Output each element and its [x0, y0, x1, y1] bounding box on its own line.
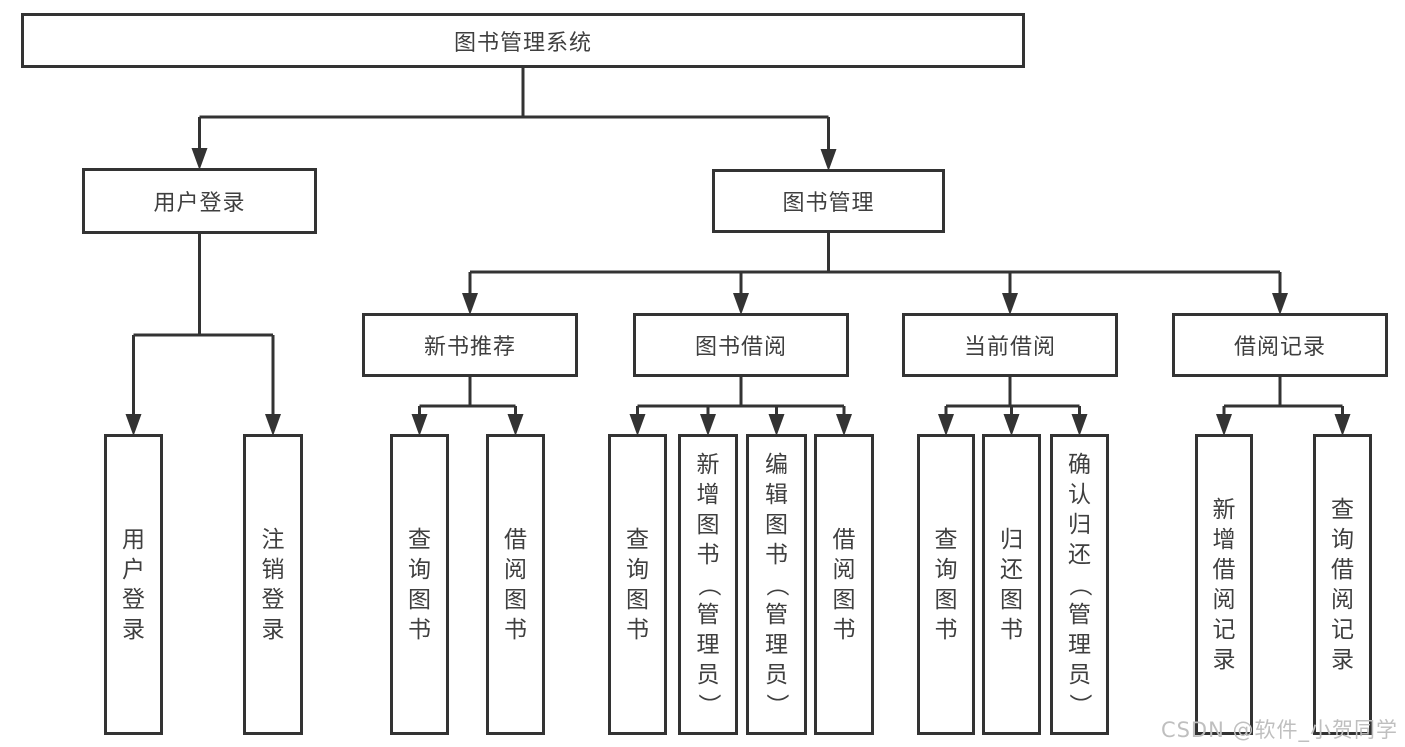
node-label-ul-logout: 注销登录 — [261, 526, 285, 643]
node-book-borrow: 图书借阅 — [633, 313, 849, 377]
node-bb-query-book: 查询图书 — [608, 434, 667, 735]
node-label-bb-add-book: 新增图书（管理员） — [695, 451, 721, 717]
node-label-br-query-record: 查询借阅记录 — [1331, 496, 1354, 673]
node-cb-confirm-return: 确认归还（管理员） — [1050, 434, 1109, 735]
node-new-book-rec: 新书推荐 — [362, 313, 578, 377]
node-bb-add-book: 新增图书（管理员） — [678, 434, 738, 735]
watermark: CSDN @软件_小贺同学 — [1160, 718, 1398, 742]
node-label-book-borrow: 图书借阅 — [694, 335, 787, 360]
node-book-mgmt: 图书管理 — [712, 169, 945, 233]
node-label-borrow-record: 借阅记录 — [1233, 335, 1326, 360]
node-br-query-record: 查询借阅记录 — [1313, 434, 1372, 735]
node-label-new-book-rec: 新书推荐 — [423, 335, 516, 360]
node-label-cb-return-book: 归还图书 — [1000, 526, 1023, 643]
node-label-cb-query-book: 查询图书 — [934, 526, 958, 643]
node-ul-logout: 注销登录 — [243, 434, 303, 735]
node-label-library-system: 图书管理系统 — [453, 30, 592, 56]
node-label-book-mgmt: 图书管理 — [782, 191, 875, 216]
node-br-add-record: 新增借阅记录 — [1195, 434, 1253, 735]
node-label-bb-query-book: 查询图书 — [626, 526, 649, 643]
node-bb-edit-book: 编辑图书（管理员） — [746, 434, 807, 735]
node-nbr-borrow-book: 借阅图书 — [486, 434, 545, 735]
node-ul-login: 用户登录 — [104, 434, 163, 735]
node-cb-return-book: 归还图书 — [982, 434, 1041, 735]
node-label-bb-borrow-book: 借阅图书 — [832, 526, 856, 643]
node-label-nbr-query-book: 查询图书 — [408, 526, 431, 643]
node-bb-borrow-book: 借阅图书 — [814, 434, 874, 735]
node-cb-query-book: 查询图书 — [917, 434, 975, 735]
node-label-ul-login: 用户登录 — [122, 526, 145, 643]
node-user-login: 用户登录 — [82, 168, 317, 234]
node-label-user-login: 用户登录 — [153, 191, 246, 216]
node-nbr-query-book: 查询图书 — [390, 434, 449, 735]
node-current-borrow: 当前借阅 — [902, 313, 1118, 377]
node-label-cb-confirm-return: 确认归还（管理员） — [1066, 451, 1093, 717]
node-label-nbr-borrow-book: 借阅图书 — [504, 526, 527, 643]
node-label-current-borrow: 当前借阅 — [963, 335, 1056, 360]
node-borrow-record: 借阅记录 — [1172, 313, 1388, 377]
node-library-system: 图书管理系统 — [21, 13, 1025, 68]
node-label-bb-edit-book: 编辑图书（管理员） — [763, 451, 790, 717]
node-label-br-add-record: 新增借阅记录 — [1212, 496, 1236, 673]
